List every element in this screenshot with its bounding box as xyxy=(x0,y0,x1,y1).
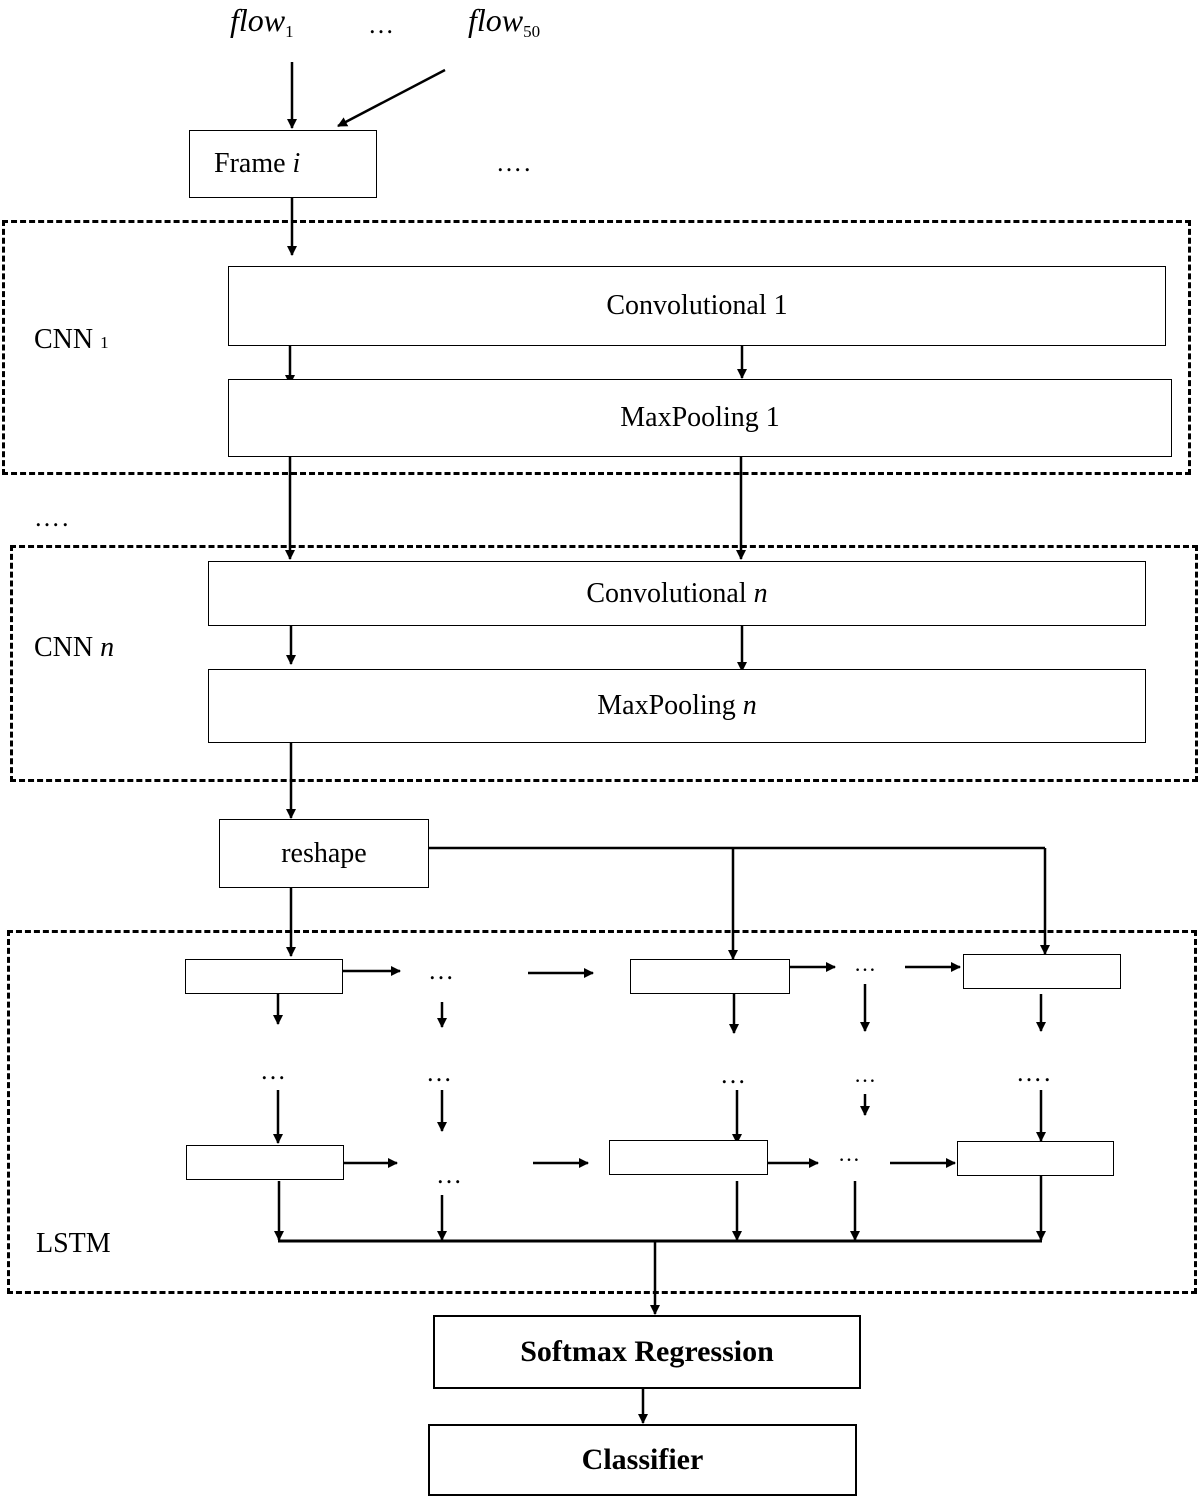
cnnn-label-var: n xyxy=(100,632,115,663)
input-flow-50: flow50 xyxy=(468,4,540,40)
cnnn-label: CNN n xyxy=(34,634,114,662)
lstm-cell-bot-1 xyxy=(186,1145,344,1180)
reshape-box: reshape xyxy=(219,819,429,888)
lstm-dots-mid-2: … xyxy=(426,1058,454,1087)
lstm-group xyxy=(7,930,1197,1294)
lstm-cell-top-2 xyxy=(630,959,790,994)
frame-prefix: Frame xyxy=(214,148,286,179)
frame-more-ellipsis: …. xyxy=(496,148,533,177)
lstm-cell-bot-2 xyxy=(609,1140,768,1175)
cnn1-label-text: CNN xyxy=(34,324,94,355)
cnn1-label: CNN 1 xyxy=(34,326,109,354)
cnn1-label-sub: 1 xyxy=(100,333,109,352)
convn-box: Convolutional n xyxy=(208,561,1146,626)
softmax-box: Softmax Regression xyxy=(433,1315,861,1389)
frame-box: Frame i xyxy=(189,130,377,198)
lstm-dots-mid-4: … xyxy=(854,1062,878,1087)
frame-var: i xyxy=(292,148,301,179)
convn-prefix: Convolutional xyxy=(586,577,747,609)
lstm-label: LSTM xyxy=(36,1228,111,1259)
convn-var: n xyxy=(753,577,768,609)
lstm-cell-bot-3 xyxy=(957,1141,1114,1176)
input-flow-50-sub: 50 xyxy=(523,22,541,41)
pooln-box: MaxPooling n xyxy=(208,669,1146,743)
lstm-dots-mid-5: …. xyxy=(1016,1058,1053,1087)
input-ellipsis: … xyxy=(368,10,396,39)
input-flow-1-base: flow xyxy=(230,2,286,38)
pooln-var: n xyxy=(742,690,757,721)
lstm-dots-top-1: … xyxy=(428,956,456,985)
input-flow-1: flow1 xyxy=(230,4,294,40)
pool1-box: MaxPooling 1 xyxy=(228,379,1172,457)
cnnn-group xyxy=(10,545,1198,782)
lstm-dots-bot-1: … xyxy=(436,1160,464,1189)
lstm-dots-mid-3: … xyxy=(720,1060,748,1089)
lstm-dots-top-2: … xyxy=(854,951,878,976)
cnn-between-ellipsis: …. xyxy=(34,503,71,532)
arrow-flow50-frame xyxy=(337,68,446,128)
cnnn-label-text: CNN xyxy=(34,632,94,663)
lstm-dots-mid-1: … xyxy=(260,1056,288,1085)
lstm-cell-top-3 xyxy=(963,954,1121,989)
lstm-cell-top-1 xyxy=(185,959,343,994)
conv1-box: Convolutional 1 xyxy=(228,266,1166,346)
input-flow-1-sub: 1 xyxy=(285,22,294,41)
cnn1-group xyxy=(2,220,1191,475)
pooln-prefix: MaxPooling xyxy=(597,690,736,721)
input-flow-50-base: flow xyxy=(468,2,524,38)
classifier-box: Classifier xyxy=(428,1424,857,1496)
lstm-dots-bot-2: … xyxy=(838,1141,862,1166)
